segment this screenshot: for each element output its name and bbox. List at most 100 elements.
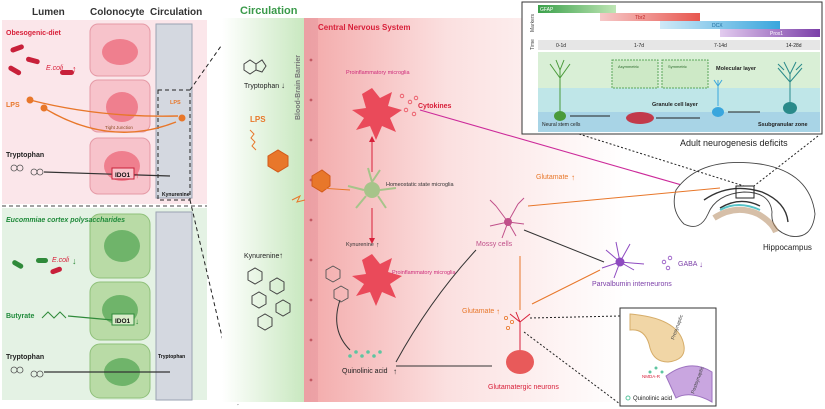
homeostatic-microglia (347, 167, 397, 209)
neural-stem-label: Neural stem cells (542, 122, 581, 128)
kynurenine-molecules (247, 267, 291, 331)
symmetric-label: Symmetric (668, 64, 687, 69)
butyrate-label: Butyrate (6, 313, 35, 320)
tryptophan-icon (243, 59, 267, 75)
bbb-dots (309, 58, 313, 382)
quinolinic-label: Quinolinic acid (342, 368, 388, 375)
eucommiae-label: Eucommiae cortex polysaccharides (6, 217, 125, 224)
quinolinic-legend-dot (625, 395, 631, 401)
glutamatergic-neuron (509, 311, 531, 350)
subgranular-band (538, 112, 820, 132)
tbr2-bar (600, 13, 700, 21)
lps-chain (249, 129, 257, 151)
time-1-7d: 1-7d (634, 43, 644, 49)
cytokine-particles (399, 93, 419, 117)
kynurenine-circulation-label: Kynurenine (162, 192, 190, 198)
kynurenine-increase-arrow: ↑ (279, 251, 283, 260)
parvalbumin-neuron (601, 241, 645, 279)
synapse-quinolinic-dots (648, 366, 664, 374)
colonocyte-header: Colonocyte (90, 7, 145, 18)
proinflammatory-top-label: Proinflammatory microglia (346, 70, 411, 76)
glutamate-top-label: Glutamate (536, 174, 568, 181)
tryptophan-lumen-label: Tryptophan (6, 152, 44, 159)
glutamate-mid-arrow: ↑ (496, 307, 500, 316)
adult-neurogenesis-label: Adult neurogenesis deficits (680, 138, 788, 148)
quinolinic-legend-label: Quinolinic acid (633, 396, 672, 402)
glutamate-mid-label: Glutamate (462, 308, 494, 315)
lps-translocation-arrow (29, 99, 179, 117)
tryptophan-to-kynurenine-arrow (43, 171, 171, 177)
synapse-zoom-line (529, 315, 621, 319)
granule-layer-label: Granule cell layer (652, 102, 699, 108)
ido1-box-top (111, 167, 135, 180)
tight-junction-label: Tight Junction (105, 125, 133, 130)
ecoli-bacteria-bottom (12, 258, 62, 275)
time-label: Time (530, 39, 536, 50)
circulation-header: Circulation (150, 7, 202, 18)
tryptophan-center-label: Tryptophan (244, 83, 279, 90)
cytokines-to-hippocampus-arrow (419, 109, 721, 197)
ido1-bottom-label: IDO1 (115, 318, 131, 325)
gfap-bar (538, 5, 616, 13)
time-axis (538, 40, 820, 50)
ecoli-bacteria-top (8, 44, 74, 76)
neuroblast (712, 79, 724, 117)
prox1-label: Prox1 (770, 31, 783, 37)
circulation-title: Circulation (240, 5, 298, 17)
ido1-increase-arrow: ↑ (135, 171, 139, 180)
progenitor-cell (626, 112, 654, 124)
time-14-28d: 14-28d (786, 43, 802, 49)
mossy-cell (489, 197, 525, 239)
arrowhead (369, 136, 375, 142)
synapse-zoom-line (523, 331, 621, 405)
ecoli-bottom-label: E.coli (52, 257, 70, 264)
blood-brain-barrier (304, 18, 318, 402)
bottom-circulation-vessel (155, 211, 193, 401)
mossy-to-hippocampus-arrow (527, 187, 721, 207)
arrowhead (369, 238, 375, 244)
time-0-1d: 0-1d (556, 43, 566, 49)
symmetric-box (661, 59, 709, 89)
quinolinic-increase-arrow: ↑ (393, 367, 397, 376)
butyrate-arrow (67, 315, 113, 321)
hippocampus-zoom-box (735, 185, 755, 199)
glutamate-top-arrow: ↑ (571, 173, 575, 182)
mossy-cell-body (504, 218, 512, 226)
gaba-decrease-arrow: ↓ (699, 260, 703, 269)
tryptophan-circulation-label: Tryptophan (158, 354, 185, 360)
dcx-label: DCX (712, 23, 723, 29)
butyrate-molecule (41, 311, 67, 319)
lps-translocation-arrow (43, 107, 177, 133)
proinflammatory-bottom-label: Proinflammatory microglia (392, 270, 457, 276)
hippocampus-shape (673, 162, 816, 237)
gaba-particles (661, 255, 673, 271)
homeostatic-label: Homeostatic state microglia (386, 182, 454, 188)
tryptophan-molecules-bottom (10, 366, 44, 378)
lps-lumen-label: LPS (6, 102, 20, 109)
parvalbumin-body (615, 257, 625, 267)
molecular-layer-label: Molecular layer (716, 66, 757, 72)
gaba-label: GABA (678, 261, 698, 268)
glutamatergic-label: Glutamatergic neurons (488, 384, 559, 391)
asymmetric-label: Asymmetric (618, 64, 639, 69)
proinflammatory-microglia-top (352, 88, 402, 140)
circulation-region (222, 18, 304, 402)
cns-title: Central Nervous System (318, 23, 410, 32)
parvalbumin-label: Parvalbumin interneurons (592, 281, 672, 288)
kynurenine-mid-arrow: ↑ (376, 242, 380, 249)
proinflammatory-microglia-bottom (352, 254, 402, 306)
gfap-label: GFAP (540, 7, 554, 13)
ecoli-top-label: E.coli (46, 65, 64, 72)
ido1-decrease-arrow: ↓ (135, 317, 139, 326)
prox1-bar (720, 29, 820, 37)
asymmetric-box (611, 59, 659, 89)
lps-hexagon-bbb (311, 169, 331, 193)
tryptophan-decrease-arrow: ↓ (281, 81, 285, 90)
inset-zoom-line (753, 135, 819, 187)
tryptophan-bottom-label: Tryptophan (6, 354, 44, 361)
tbr2-label: Tbr2 (635, 15, 646, 21)
inset-zoom-line (559, 127, 745, 187)
kynurenine-center-label: Kynurenine (244, 253, 280, 260)
